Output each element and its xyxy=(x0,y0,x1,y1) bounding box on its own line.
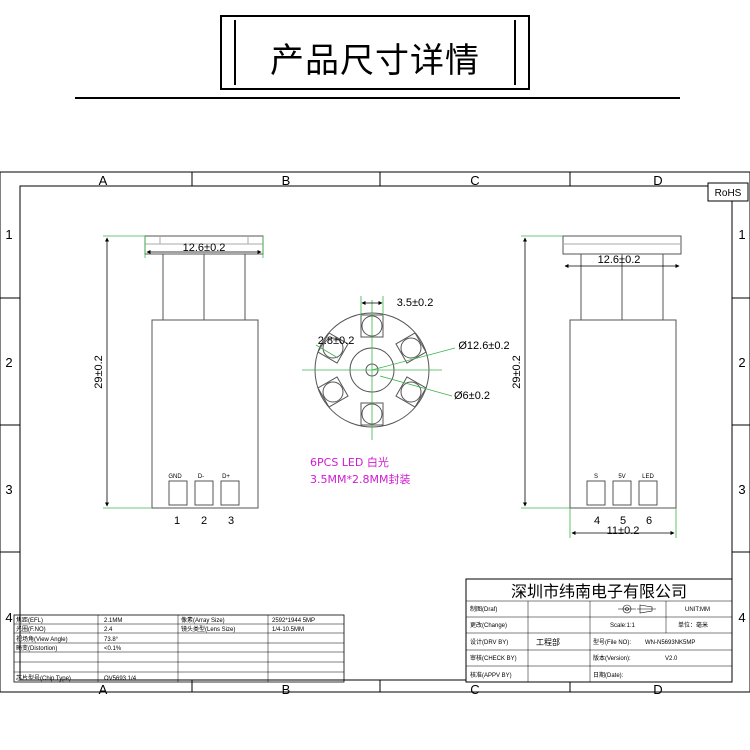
inner-diameter-label: Ø6±0.2 xyxy=(454,390,490,402)
right-pin-number-5: 5 xyxy=(620,515,626,527)
tb-version: V2.0 xyxy=(665,656,678,662)
tb-label-change: 更改(Change) xyxy=(470,621,507,629)
row-label-2: 2 xyxy=(5,355,12,370)
right-height-label: 29±0.2 xyxy=(511,355,523,389)
tb-date-label: 日期(Date): xyxy=(593,671,624,679)
tb-label-drv: 设计(DRV BY) xyxy=(470,638,508,646)
spec-label-fno: 光圈(F.NO) xyxy=(16,625,46,633)
col-label-a: A xyxy=(99,173,108,188)
spec-table: 焦距(EFL) 2.1MM 光圈(F.NO) 2.4 视场角(View Angl… xyxy=(13,614,345,683)
tb-version-label: 版本(Version): xyxy=(593,654,631,662)
led-note-line-2: 3.5MM*2.8MM封装 xyxy=(310,472,410,486)
spec-label-chip: 芯片型号(Chip Type) xyxy=(16,674,71,682)
outer-diameter-label: Ø12.6±0.2 xyxy=(458,340,509,352)
company-name: 深圳市纬南电子有限公司 xyxy=(511,582,687,601)
page-title-frame: 产品尺寸详情 xyxy=(220,15,530,90)
spec-value-efl: 2.1MM xyxy=(104,618,122,624)
left-height-label: 29±0.2 xyxy=(93,355,105,389)
led-note-line-1: 6PCS LED 白光 xyxy=(310,455,389,469)
tb-file-no-label: 型号(File NO): xyxy=(593,638,631,646)
col-label-d-bottom: D xyxy=(653,682,662,697)
row-label-3-right: 3 xyxy=(738,482,745,497)
left-pin-number-3: 3 xyxy=(228,515,234,527)
tb-label-check: 审核(CHECK BY) xyxy=(470,654,517,662)
rohs-label: RoHS xyxy=(715,188,742,199)
page-title: 产品尺寸详情 xyxy=(270,41,480,81)
spec-value-distortion: <0.1% xyxy=(104,646,122,652)
spec-value-view-angle: 73.8° xyxy=(104,637,119,643)
right-pin-number-4: 4 xyxy=(594,515,600,527)
tb-unit-cn: 单位：毫米 xyxy=(678,621,708,629)
right-pin-label-led: LED xyxy=(642,474,654,480)
spec-value-lens-size: 1/4-10.5MM xyxy=(272,627,304,633)
row-label-3: 3 xyxy=(5,482,12,497)
tb-drv-value: 工程部 xyxy=(536,637,560,647)
front-led-view: 3.5±0.2 2.8±0.2 Ø12.6±0.2 Ø6±0.2 6PCS LE… xyxy=(302,296,510,486)
tb-file-no: WN-N5693NK5MP xyxy=(645,640,695,646)
right-bottom-width-label: 11±0.2 xyxy=(607,525,640,537)
led-spacing-label: 3.5±0.2 xyxy=(397,297,434,309)
left-pin-label-gnd: GND xyxy=(168,474,182,480)
right-pin-number-6: 6 xyxy=(646,515,652,527)
spec-value-chip: OV5693 1/4 xyxy=(104,676,137,682)
tb-scale: Scale:1:1 xyxy=(610,623,636,629)
row-label-4: 4 xyxy=(5,610,12,625)
spec-value-array-size: 2592*1944 5MP xyxy=(272,618,315,624)
col-label-d: D xyxy=(653,173,662,188)
left-side-view: 12.6±0.2 29±0.2 GND D- D+ 1 2 3 xyxy=(93,235,264,527)
spec-label-efl: 焦距(EFL) xyxy=(16,616,43,624)
rohs-badge xyxy=(707,182,749,202)
right-top-width-label: 12.6±0.2 xyxy=(598,254,641,266)
col-label-b-bottom: B xyxy=(282,682,291,697)
spec-label-view-angle: 视场角(View Angle) xyxy=(16,635,68,643)
col-label-b: B xyxy=(282,173,291,188)
spec-label-lens-size: 镜头类型(Lens Size) xyxy=(181,625,235,633)
row-label-4-right: 4 xyxy=(738,610,745,625)
left-pin-number-1: 1 xyxy=(174,515,180,527)
left-top-width-label: 12.6±0.2 xyxy=(183,242,226,254)
spec-label-array-size: 像素(Array Size) xyxy=(181,616,225,624)
title-block: 深圳市纬南电子有限公司 制图(Draf) 更改(Change) 设计(DRV B… xyxy=(465,578,733,683)
row-label-1-right: 1 xyxy=(738,227,745,242)
title-underline xyxy=(75,97,680,99)
frame-labels: A B C D A B C D 1 2 3 4 1 2 3 4 xyxy=(5,173,745,697)
right-pin-label-5v: 5V xyxy=(618,474,625,480)
projection-symbol xyxy=(618,604,656,614)
row-label-1: 1 xyxy=(5,227,12,242)
left-pin-number-2: 2 xyxy=(201,515,207,527)
col-label-c: C xyxy=(470,173,479,188)
spec-value-fno: 2.4 xyxy=(104,627,113,633)
row-label-2-right: 2 xyxy=(738,355,745,370)
tb-label-draf: 制图(Draf) xyxy=(470,605,497,613)
col-label-c-bottom: C xyxy=(470,682,479,697)
left-pin-label-dminus: D- xyxy=(198,474,204,480)
left-pin-label-dplus: D+ xyxy=(222,474,230,480)
page-title-inner-frame: 产品尺寸详情 xyxy=(234,20,516,85)
right-side-view: 12.6±0.2 29±0.2 S 5V LED 4 5 6 11±0.2 xyxy=(511,235,682,538)
tb-label-appv: 核准(APPV BY) xyxy=(470,671,512,679)
tb-unit: UNIT:MM xyxy=(685,607,710,613)
spec-label-distortion: 畸变(Distortion) xyxy=(16,644,57,652)
col-label-a-bottom: A xyxy=(99,682,108,697)
led-size-label: 2.8±0.2 xyxy=(318,335,355,347)
right-pin-label-s: S xyxy=(594,474,598,480)
